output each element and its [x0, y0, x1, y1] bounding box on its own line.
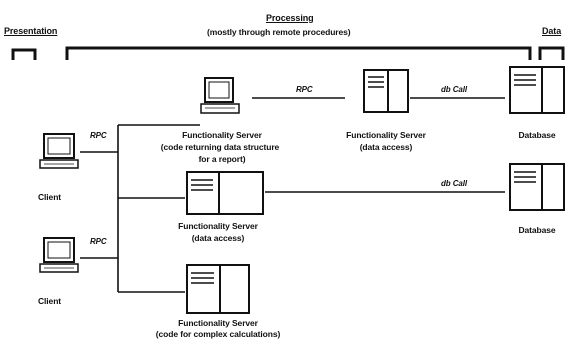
server-bottom-box-icon — [186, 264, 250, 314]
database-top-label: Database — [518, 130, 556, 140]
rpc-top-label: RPC — [296, 85, 313, 94]
server-right-box-icon — [363, 69, 409, 113]
connector-lines — [80, 97, 505, 293]
server-top-title: Functionality Server — [182, 130, 262, 140]
database-top-icon — [509, 66, 565, 114]
data-header: Data — [542, 26, 562, 36]
rpc-client2-label: RPC — [90, 237, 107, 246]
client2-computer-icon — [39, 237, 79, 273]
client1-label: Client — [38, 192, 62, 202]
server-mid-box-icon — [186, 171, 264, 215]
data-bracket — [538, 46, 565, 60]
server-bottom-desc: (code for complex calculations) — [155, 329, 281, 339]
presentation-header: Presentation — [4, 26, 58, 36]
server-top-computer-icon — [200, 77, 240, 114]
presentation-bracket — [11, 48, 37, 60]
server-bottom-title: Functionality Server — [178, 318, 258, 328]
server-top-desc2: for a report) — [198, 154, 246, 164]
processing-header: Processing — [266, 13, 314, 23]
processing-bracket — [65, 46, 532, 60]
server-right-title: Functionality Server — [346, 130, 426, 140]
server-right-desc: (data access) — [359, 142, 413, 152]
database-mid-label: Database — [518, 225, 556, 235]
server-mid-desc: (data access) — [191, 233, 245, 243]
dbcall-mid-label: db Call — [441, 179, 467, 188]
processing-subheader: (mostly through remote procedures) — [207, 27, 351, 37]
client1-computer-icon — [39, 133, 79, 169]
server-top-desc1: (code returning data structure — [160, 142, 280, 152]
client2-label: Client — [38, 296, 62, 306]
server-mid-title: Functionality Server — [178, 221, 258, 231]
dbcall-top-label: db Call — [441, 85, 467, 94]
rpc-client1-label: RPC — [90, 131, 107, 140]
database-mid-icon — [509, 163, 565, 211]
